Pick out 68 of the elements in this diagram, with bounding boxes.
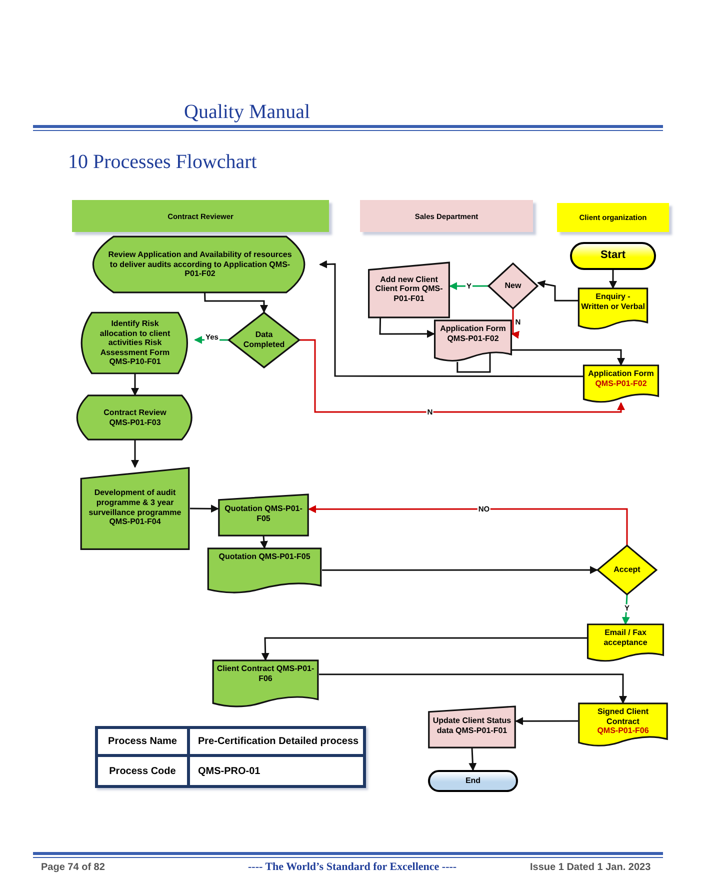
node-text: New: [504, 281, 522, 291]
terminator-shape: [570, 242, 656, 270]
node-text: Add new Client Client Form QMS-P01-F01: [374, 274, 444, 304]
arrow: [260, 536, 268, 549]
document-shape: [212, 660, 319, 708]
arrow: [190, 504, 219, 513]
node-text: Contract Review QMS-P01-F03: [102, 408, 168, 428]
manual-input-shape: [428, 706, 516, 748]
arrow: [300, 339, 625, 413]
document-shape: [578, 703, 668, 747]
table-cell: Process Name: [98, 729, 190, 757]
arrow: [449, 282, 488, 290]
node-text: QMS-P01-F06: [597, 726, 649, 736]
node-text: Application Form: [588, 369, 654, 379]
issue-date: Issue 1 Dated 1 Jan. 2023: [530, 861, 651, 875]
node-text: Identify Risk allocation to client activities Risk Assessment Form QMS-P10-F01: [99, 319, 171, 367]
node-text: Update Client Status data QMS-P01-F01: [432, 716, 512, 736]
node-text: End: [465, 776, 481, 786]
node-text: Quotation QMS-P01-F05: [218, 552, 310, 562]
node-text: Enquiry - Written or Verbal: [581, 292, 645, 312]
lane-header: [72, 200, 329, 232]
document-shape: [587, 624, 664, 662]
document-shape: [207, 548, 322, 594]
manual-input-shape: [218, 494, 309, 536]
manual-input-shape: [368, 262, 450, 318]
arrow: [468, 748, 477, 771]
arrow: [379, 318, 435, 338]
table-cell: Process Code: [98, 757, 190, 785]
arrow: [511, 309, 520, 339]
node-text: Accept: [614, 565, 640, 575]
arrow: [609, 270, 617, 289]
decision-diamond: [488, 263, 538, 309]
node-text: Client Contract QMS-P01-F06: [216, 664, 316, 684]
arrow: [261, 637, 587, 661]
header-subtitle: Quality Manual: [184, 100, 310, 125]
page-number: Page 74 of 82: [41, 861, 105, 875]
arrow: [319, 674, 627, 704]
arrow: [319, 260, 583, 378]
arrow: [322, 566, 598, 574]
arrow: [537, 280, 578, 302]
table-cell-text: QMS-PRO-01: [197, 764, 262, 778]
arrow: [131, 374, 139, 396]
node-text: Development of audit programme & 3 year surveillance programme QMS-P01-F04: [88, 488, 182, 527]
decision-diamond: [597, 545, 657, 595]
manual-input-shape: [80, 467, 190, 550]
node-text: Review Application and Availability of resources to deliver audits according to Application QMS-P01-F02: [107, 250, 293, 279]
terminator-shape: [428, 770, 518, 792]
node-text: Application Form QMS-P01-F02: [439, 324, 507, 344]
lane-header: [360, 200, 533, 232]
table-cell: Pre-Certification Detailed process: [190, 729, 363, 757]
arrow: [204, 292, 268, 313]
node-text: Quotation QMS-P01-F05: [224, 504, 304, 524]
lane-header: [557, 203, 669, 232]
page-title: 10 Processes Flowchart: [68, 150, 257, 175]
node-text: Email / Fax acceptance: [602, 628, 648, 648]
node-text: Start: [600, 249, 626, 263]
footer-slogan: ---- The World’s Standard for Excellence ----: [248, 860, 457, 875]
node-text: Signed Client Contract: [596, 707, 650, 726]
decision-diamond: [228, 312, 300, 368]
arrow: [515, 717, 578, 726]
document-shape: [583, 365, 659, 403]
arrow: [456, 349, 625, 373]
arrow: [308, 505, 628, 545]
document-shape: [434, 320, 512, 362]
node-text: Data Completed: [242, 330, 286, 350]
document-shape: [578, 288, 648, 330]
arrow: [131, 440, 139, 468]
node-text: QMS-P01-F02: [595, 378, 647, 388]
